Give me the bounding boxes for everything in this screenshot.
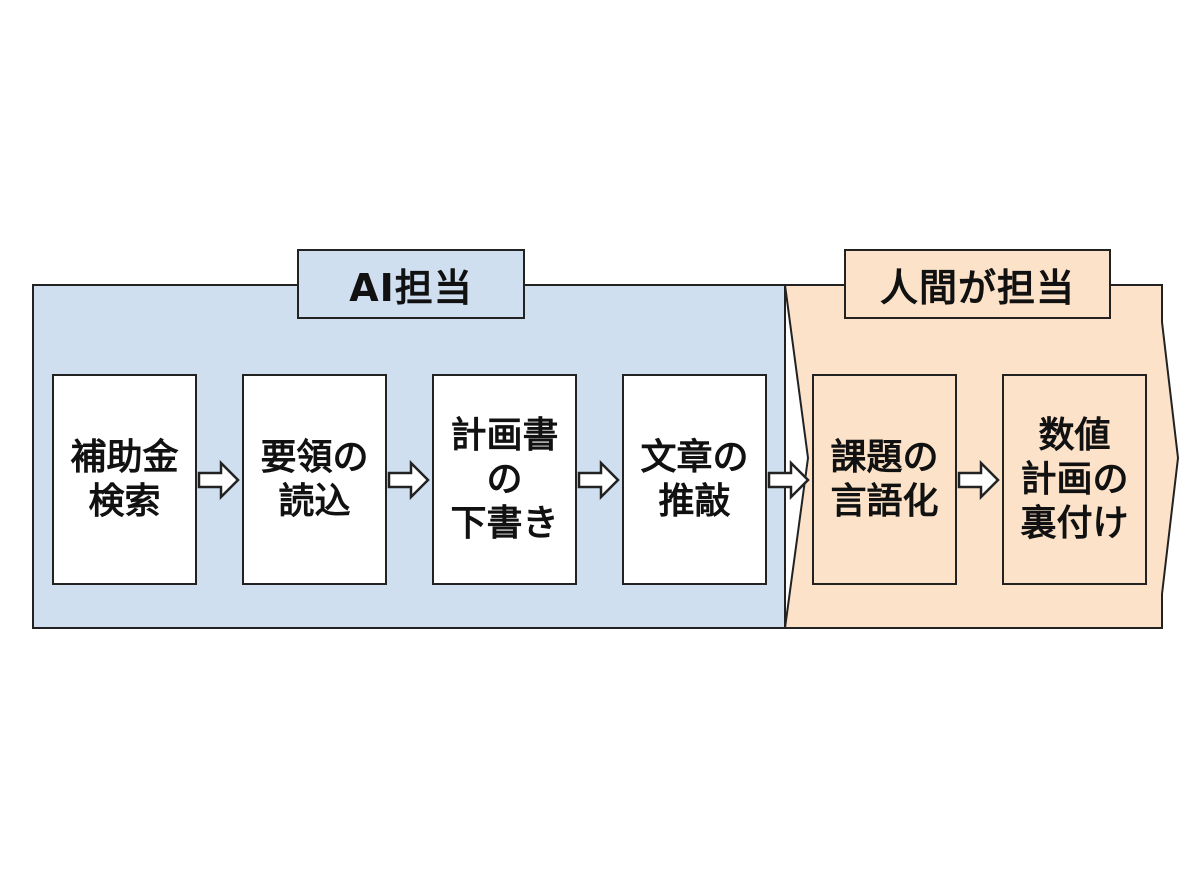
ai-group-label: AI担当 [297,249,525,319]
step-label: 計画書 の 下書き [450,414,559,544]
step-label: 補助金 検索 [70,436,179,522]
step-label: 要領の 読込 [260,436,369,522]
step-label: 課題の 言語化 [830,436,939,522]
step-plan-drafting: 計画書 の 下書き [432,374,577,585]
step-numerical-backing: 数値 計画の 裏付け [1002,374,1147,585]
step-label: 数値 計画の 裏付け [1020,414,1129,544]
right-arrow-icon [957,460,1000,500]
right-arrow-icon [767,460,810,500]
step-issue-verbalization: 課題の 言語化 [812,374,957,585]
right-arrow-icon [197,460,240,500]
step-text-polishing: 文章の 推敲 [622,374,767,585]
step-label: 文章の 推敲 [640,436,749,522]
right-arrow-icon [387,460,430,500]
step-subsidy-search: 補助金 検索 [52,374,197,585]
right-arrow-icon [577,460,620,500]
step-guideline-reading: 要領の 読込 [242,374,387,585]
human-group-label: 人間が担当 [844,249,1111,319]
